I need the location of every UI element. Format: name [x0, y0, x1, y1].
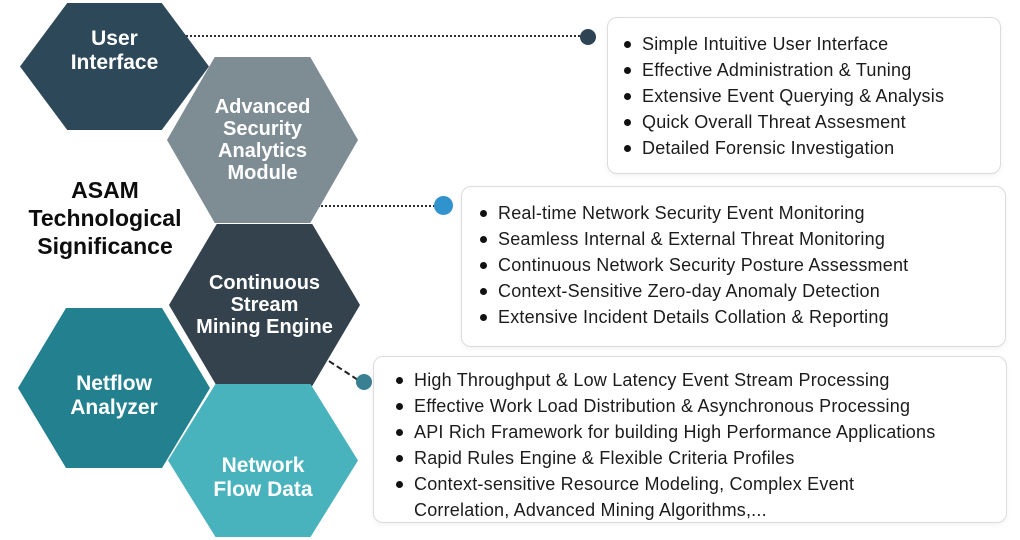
hexagon-label: Netflow Analyzer — [70, 372, 158, 419]
bullet-icon — [396, 481, 403, 488]
feature-box-monitoring: Real-time Network Security Event Monitor… — [461, 186, 1006, 347]
bullet-icon — [624, 119, 631, 126]
feature-text: Quick Overall Threat Assesment — [642, 112, 906, 132]
list-item: Extensive Event Querying & Analysis — [624, 83, 992, 109]
feature-text: API Rich Framework for building High Per… — [414, 422, 936, 442]
bullet-icon — [396, 377, 403, 384]
feature-box-ui: Simple Intuitive User Interface Effectiv… — [607, 17, 1001, 174]
feature-text: Seamless Internal & External Threat Moni… — [498, 229, 886, 249]
connector-dot-mining-engine — [356, 374, 372, 390]
connector-line-user-interface — [186, 35, 580, 37]
feature-text: Effective Administration & Tuning — [642, 60, 912, 80]
list-item: Context-sensitive Resource Modeling, Com… — [396, 471, 998, 523]
list-item: Quick Overall Threat Assesment — [624, 109, 992, 135]
feature-text: Simple Intuitive User Interface — [642, 34, 889, 54]
list-item: Seamless Internal & External Threat Moni… — [480, 226, 997, 252]
feature-text: Rapid Rules Engine & Flexible Criteria P… — [414, 448, 795, 468]
bullet-icon — [624, 145, 631, 152]
bullet-icon — [396, 403, 403, 410]
list-item: Rapid Rules Engine & Flexible Criteria P… — [396, 445, 998, 471]
feature-list: High Throughput & Low Latency Event Stre… — [396, 367, 998, 523]
hexagon-label: User Interface — [70, 26, 159, 74]
bullet-icon — [480, 262, 487, 269]
feature-text: High Throughput & Low Latency Event Stre… — [414, 370, 890, 390]
bullet-icon — [480, 210, 487, 217]
feature-text: Extensive Event Querying & Analysis — [642, 86, 945, 106]
list-item: Detailed Forensic Investigation — [624, 135, 992, 161]
bullet-icon — [480, 288, 487, 295]
list-item: High Throughput & Low Latency Event Stre… — [396, 367, 998, 393]
hexagon-label: Advanced Security Analytics Module — [214, 96, 311, 184]
bullet-icon — [624, 93, 631, 100]
list-item: Effective Administration & Tuning — [624, 57, 992, 83]
feature-text: Effective Work Load Distribution & Async… — [414, 396, 911, 416]
hexagon-label: Network Flow Data — [213, 453, 313, 501]
list-item: Real-time Network Security Event Monitor… — [480, 200, 997, 226]
bullet-icon — [396, 455, 403, 462]
feature-box-processing: High Throughput & Low Latency Event Stre… — [373, 356, 1007, 523]
feature-text: Context-Sensitive Zero-day Anomaly Detec… — [498, 281, 880, 301]
bullet-icon — [624, 41, 631, 48]
bullet-icon — [480, 236, 487, 243]
feature-text: Extensive Incident Details Collation & R… — [498, 307, 889, 327]
bullet-icon — [480, 314, 487, 321]
hexagon-label: Continuous Stream Mining Engine — [196, 272, 333, 338]
feature-text: Detailed Forensic Investigation — [642, 138, 895, 158]
list-item: Continuous Network Security Posture Asse… — [480, 252, 997, 278]
connector-dot-analytics-module — [434, 196, 453, 215]
list-item: Context-Sensitive Zero-day Anomaly Detec… — [480, 278, 997, 304]
feature-text: Real-time Network Security Event Monitor… — [498, 203, 865, 223]
bullet-icon — [396, 429, 403, 436]
connector-line-analytics-module — [318, 205, 435, 207]
feature-list: Real-time Network Security Event Monitor… — [480, 200, 997, 330]
feature-list: Simple Intuitive User Interface Effectiv… — [624, 31, 992, 161]
diagram-title: ASAM Technological Significance — [28, 177, 182, 259]
feature-text: Context-sensitive Resource Modeling, Com… — [414, 474, 855, 520]
hexagon-user-interface: User Interface — [20, 3, 209, 130]
list-item: Simple Intuitive User Interface — [624, 31, 992, 57]
feature-text: Continuous Network Security Posture Asse… — [498, 255, 909, 275]
list-item: Effective Work Load Distribution & Async… — [396, 393, 998, 419]
connector-dot-user-interface — [580, 29, 596, 45]
list-item: API Rich Framework for building High Per… — [396, 419, 998, 445]
list-item: Extensive Incident Details Collation & R… — [480, 304, 997, 330]
bullet-icon — [624, 67, 631, 74]
